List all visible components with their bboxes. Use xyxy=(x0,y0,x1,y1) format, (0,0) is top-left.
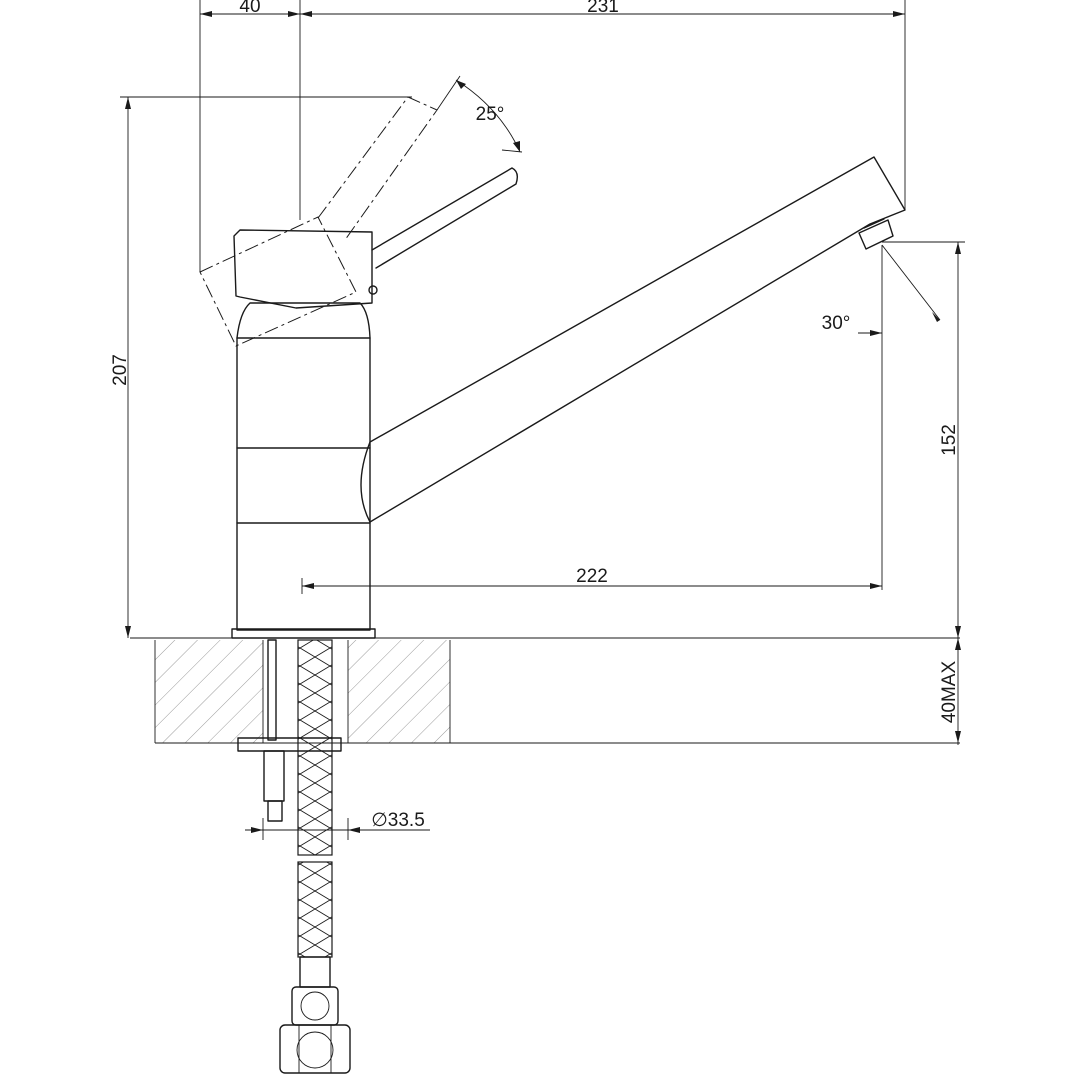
faucet-body xyxy=(231,302,376,639)
spout xyxy=(360,156,906,523)
mounting-stud xyxy=(237,639,342,822)
supply-hoses xyxy=(279,639,351,1074)
dim-30-angle-label: 30° xyxy=(822,313,851,334)
lever-handle xyxy=(233,167,519,309)
dim-diameter-label: ∅33.5 xyxy=(371,810,425,831)
dim-40-label: 40 xyxy=(239,0,260,17)
dim-222-label: 222 xyxy=(576,566,608,587)
dim-152-label: 152 xyxy=(939,424,960,456)
dim-25-angle-label: 25° xyxy=(476,104,505,125)
dim-40max-label: 40MAX xyxy=(939,661,960,724)
countertop-section xyxy=(130,637,960,744)
lever-alternate-position xyxy=(199,96,438,347)
dim-231-label: 231 xyxy=(587,0,619,17)
dimension-lines xyxy=(120,0,965,840)
dim-207-label: 207 xyxy=(110,354,131,386)
